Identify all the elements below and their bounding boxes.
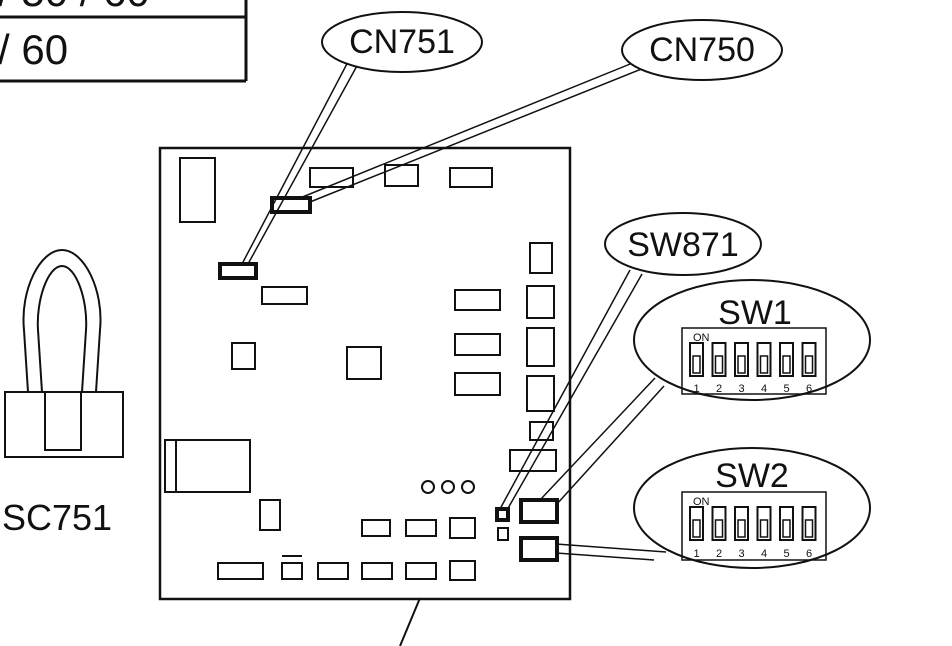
dip-position-number: 3: [738, 383, 744, 395]
table-cell-row2: / 60: [0, 26, 68, 73]
board-components: [164, 157, 557, 581]
dip-toggle-knob-2: [714, 355, 724, 374]
dip-position-number: 6: [806, 383, 812, 395]
sw1-dip-switches: [689, 342, 817, 377]
dip-position-number: 4: [761, 383, 767, 395]
sc751-jumper: SC751: [2, 248, 124, 538]
callout-sw1-label: SW1: [718, 294, 792, 332]
sw2-dip-switches: [689, 506, 817, 541]
callout-sw2: SW2 ON 1 2 3 4 5 6: [633, 447, 871, 569]
callout-cn751: CN751: [321, 11, 483, 73]
dip-toggle-knob-1: [692, 519, 701, 538]
dip-toggle-knob-6: [804, 519, 814, 538]
dip-position-number: 1: [693, 383, 699, 395]
highlighted-components: [218, 196, 559, 562]
pcb-board: [158, 146, 572, 601]
sw1-location: [519, 498, 559, 524]
dip-position-number: 2: [716, 548, 722, 560]
callout-sw871-label: SW871: [627, 226, 739, 264]
dip-toggle-knob-5: [782, 355, 791, 374]
table-fragment: / 50 / 60 / 60: [0, 0, 248, 83]
sw871-switch: [495, 507, 510, 522]
callout-leaders: [241, 57, 667, 561]
dip-toggle-knob-4: [759, 355, 769, 374]
sw2-on-label: ON: [693, 496, 710, 508]
dip-position-number: 4: [761, 548, 767, 560]
callout-cn750: CN750: [621, 19, 783, 81]
sw2-location: [519, 536, 559, 562]
dip-toggle-knob-3: [737, 519, 746, 538]
table-cell-row1: / 50 / 60: [0, 0, 150, 15]
dip-position-number: 6: [806, 548, 812, 560]
cn750-connector: [270, 196, 312, 214]
dip-toggle-knob-6: [804, 355, 814, 374]
callout-cn750-label: CN750: [649, 31, 755, 69]
dip-toggle-knob-2: [714, 519, 724, 538]
callout-sw1: SW1 ON 1 2 3 4 5 6: [633, 279, 871, 401]
dip-toggle-knob-4: [759, 519, 769, 538]
dip-toggle-knob-3: [737, 355, 746, 374]
dip-position-number: 3: [738, 548, 744, 560]
callout-cn751-label: CN751: [349, 23, 455, 61]
dip-position-number: 5: [783, 383, 789, 395]
callout-sw871: SW871: [604, 212, 762, 276]
dip-position-number: 2: [716, 383, 722, 395]
dip-toggle-knob-1: [692, 355, 701, 374]
callout-sw2-label: SW2: [715, 457, 789, 495]
sw1-on-label: ON: [693, 332, 710, 344]
sw1-position-numbers: 1 2 3 4 5 6: [693, 383, 812, 395]
board-cable-line: [399, 597, 421, 646]
dip-position-number: 5: [783, 548, 789, 560]
dip-toggle-knob-5: [782, 519, 791, 538]
sc751-label: SC751: [2, 497, 112, 538]
sw2-position-numbers: 1 2 3 4 5 6: [693, 548, 812, 560]
cn751-connector: [218, 262, 258, 280]
dip-position-number: 1: [693, 548, 699, 560]
